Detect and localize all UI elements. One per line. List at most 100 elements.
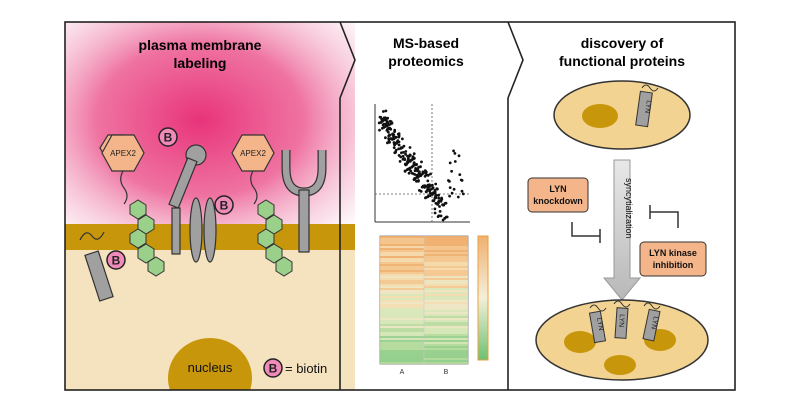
- volcano-point: [419, 165, 422, 169]
- heatmap-row: [380, 236, 424, 238]
- volcano-point: [410, 165, 413, 169]
- green-chain-right: [257, 199, 293, 277]
- volcano-point: [392, 137, 396, 141]
- green-chain-left: [129, 199, 165, 277]
- right-title-line1: discovery of: [581, 35, 664, 51]
- heatmap-row: [424, 330, 468, 332]
- heatmap-row: [380, 304, 424, 306]
- volcano-point: [382, 110, 385, 113]
- volcano-point: [380, 120, 384, 123]
- heatmap-row: [380, 256, 424, 258]
- biotin-tag-2: [158, 127, 178, 147]
- syncytium-nucleus-3: [604, 355, 636, 375]
- heatmap-row: [424, 358, 468, 360]
- volcano-point: [377, 121, 381, 125]
- heatmap-row: [424, 258, 468, 260]
- volcano-point: [441, 203, 445, 207]
- heatmap-row: [380, 324, 424, 326]
- heatmap-row: [424, 292, 468, 294]
- volcano-point: [384, 109, 388, 113]
- heatmap-row: [424, 342, 468, 344]
- heatmap-row: [424, 274, 468, 276]
- volcano-point: [394, 148, 398, 152]
- volcano-point: [438, 205, 441, 208]
- heatmap-row: [380, 346, 424, 348]
- cell-top: [553, 80, 691, 150]
- volcano-point: [397, 147, 400, 151]
- heatmap-row: [380, 312, 424, 314]
- volcano-point: [447, 179, 450, 182]
- heatmap-row: [424, 320, 468, 322]
- volcano-point: [403, 169, 407, 173]
- syncytium-lyn-1: LYN: [588, 304, 607, 344]
- lyn-top-label: LYN: [643, 100, 652, 114]
- heatmap-row: [380, 320, 424, 322]
- heatmap-row: [424, 278, 468, 280]
- heatmap-row: [380, 260, 424, 262]
- heatmap-row: [380, 246, 424, 248]
- kinase-inhibit-line: [650, 211, 679, 228]
- volcano-point: [450, 169, 453, 173]
- heatmap-row: [424, 268, 468, 270]
- volcano-point: [405, 160, 409, 164]
- heatmap-row: [380, 248, 424, 250]
- heatmap-color-legend: [477, 235, 489, 361]
- volcano-point: [392, 141, 396, 144]
- volcano-point: [437, 196, 441, 200]
- lyn-knockdown-line2: knockdown: [533, 196, 583, 206]
- biotin-tag-1: [106, 250, 126, 270]
- volcano-point: [425, 190, 428, 194]
- lyn-knockdown-box: [527, 177, 589, 213]
- volcano-point: [402, 144, 406, 148]
- heatmap-row: [380, 340, 424, 342]
- middle-panel: MS-based proteomics A B: [374, 35, 489, 376]
- lyn-top-tail: [641, 84, 659, 92]
- heatmap-row: [424, 248, 468, 250]
- heatmap-row: [380, 310, 424, 312]
- volcano-point: [452, 149, 455, 153]
- outer-border: [64, 21, 736, 391]
- volcano-point: [393, 130, 396, 134]
- volcano-point: [384, 116, 387, 120]
- heatmap-row: [380, 292, 424, 294]
- syncytialization-arrow: [602, 159, 642, 301]
- volcano-point: [434, 182, 438, 186]
- heatmap-row: [424, 362, 468, 364]
- volcano-point: [458, 173, 462, 177]
- heatmap-row: [424, 290, 468, 292]
- lyn-kinase-box: [639, 241, 707, 277]
- volcano-point: [388, 140, 391, 144]
- volcano-point: [424, 171, 427, 175]
- volcano-point: [378, 128, 381, 132]
- volcano-point: [443, 216, 447, 220]
- heatmap-row: [424, 262, 468, 264]
- volcano-point: [397, 154, 401, 157]
- volcano-plot: [374, 104, 470, 223]
- volcano-point: [415, 179, 418, 183]
- volcano-point: [441, 218, 445, 222]
- volcano-point: [390, 121, 394, 125]
- volcano-point: [397, 143, 401, 147]
- biotin-tag-3-label: B: [220, 199, 229, 213]
- heatmap-row: [424, 356, 468, 358]
- volcano-point: [405, 163, 408, 166]
- volcano-point: [428, 183, 431, 187]
- heatmap-row: [424, 294, 468, 296]
- heatmap-row: [424, 328, 468, 330]
- volcano-point: [448, 194, 451, 198]
- heatmap: A B: [379, 235, 489, 376]
- volcano-point: [407, 171, 411, 175]
- heatmap-row: [380, 352, 424, 354]
- volcano-point: [386, 128, 389, 131]
- heatmap-row: [424, 326, 468, 328]
- syncytium-lyn-3-label: LYN: [649, 316, 659, 330]
- heatmap-row: [380, 266, 424, 268]
- volcano-point: [421, 172, 425, 175]
- volcano-point: [456, 195, 460, 199]
- heatmap-row: [380, 274, 424, 276]
- heatmap-row: [380, 300, 424, 302]
- heatmap-row: [424, 270, 468, 272]
- heatmap-row: [380, 360, 424, 362]
- heatmap-row: [424, 354, 468, 356]
- biotin-tag-3: [214, 195, 234, 215]
